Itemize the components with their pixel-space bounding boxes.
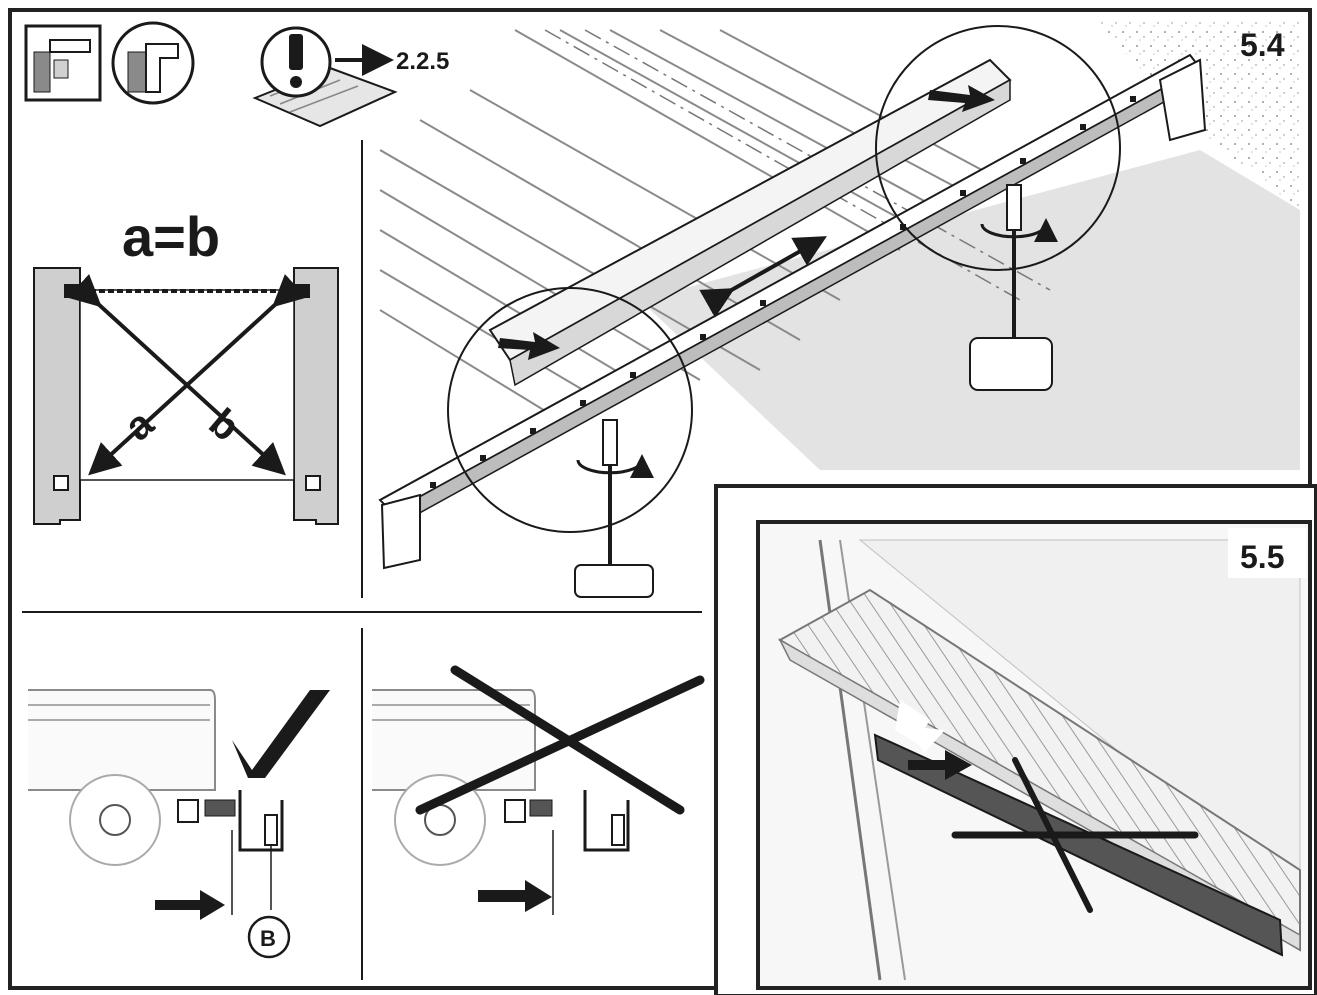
cabinet-type-icon — [24, 24, 102, 102]
reference-text: 2.2.5 — [396, 48, 449, 75]
check-mark-icon — [232, 690, 330, 778]
shelf-edge-illustration — [760, 524, 1308, 986]
fastener-label: B — [260, 926, 276, 951]
correct-mounting-example — [28, 689, 330, 959]
warning-manual-icon — [252, 26, 398, 128]
diagonal-equation: a=b — [122, 205, 220, 268]
cabinet-diagonal-diagram — [33, 267, 339, 525]
incorrect-mounting-example — [372, 665, 705, 915]
rail-profile-icon — [111, 21, 195, 105]
step-label-inset: 5.5 — [1240, 539, 1284, 575]
step-label-main: 5.4 — [1240, 27, 1285, 63]
inset-label-bg — [1228, 528, 1306, 578]
rail-installation-illustration — [378, 22, 1300, 598]
fastener-callout — [247, 915, 291, 959]
